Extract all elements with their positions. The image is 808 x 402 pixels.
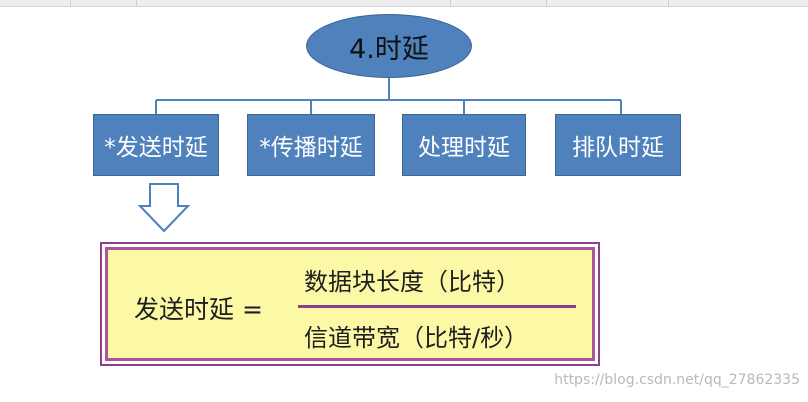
formula-denominator: 信道带宽（比特/秒）: [304, 324, 529, 352]
category-label-send: *发送时延: [104, 135, 208, 161]
category-label-proc: 处理时延: [418, 135, 510, 161]
category-box-send: *发送时延: [93, 114, 219, 176]
formula-box: 发送时延 = 数据块长度（比特） 信道带宽（比特/秒）: [100, 242, 600, 366]
category-box-proc: 处理时延: [402, 114, 526, 176]
watermark-text: https://blog.csdn.net/qq_27862335: [554, 372, 800, 388]
window-top-strip: [0, 0, 808, 7]
category-box-prop: *传播时延: [247, 114, 375, 176]
topic-ellipse: 4.时延: [306, 14, 472, 78]
formula-lhs: 发送时延 =: [134, 295, 263, 324]
down-arrow-icon: [138, 183, 190, 233]
formula-panel: 发送时延 = 数据块长度（比特） 信道带宽（比特/秒）: [105, 247, 595, 361]
formula-numerator: 数据块长度（比特）: [304, 268, 520, 296]
fraction-bar: [298, 305, 576, 308]
topic-title: 4.时延: [349, 33, 429, 65]
category-label-queue: 排队时延: [572, 135, 664, 161]
category-label-prop: *传播时延: [259, 135, 363, 161]
category-box-queue: 排队时延: [555, 114, 681, 176]
